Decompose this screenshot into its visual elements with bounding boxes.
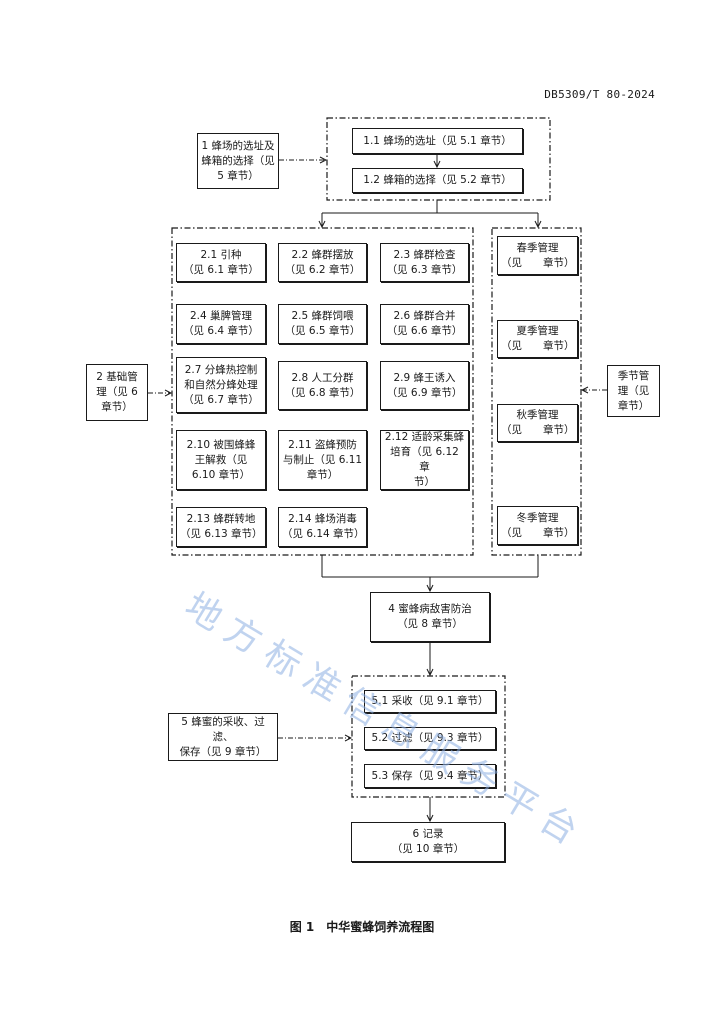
step-2-10-box: 2.10 被围蜂蜂 王解救（见 6.10 章节） <box>176 430 266 490</box>
step-2-3-box: 2.3 蜂群检查 （见 6.3 章节） <box>380 243 469 282</box>
section1-container <box>326 117 551 201</box>
step-1-1-box: 1.1 蜂场的选址（见 5.1 章节） <box>352 128 523 154</box>
step-2-11-box: 2.11 盗蜂预防 与制止（见 6.11 章节） <box>278 430 367 490</box>
step-5-1-box: 5.1 采收（见 9.1 章节） <box>364 690 496 713</box>
step-2-5-box: 2.5 蜂群饲喂 （见 6.5 章节） <box>278 304 367 344</box>
section5-side-box: 5 蜂蜜的采收、过滤、 保存（见 9 章节） <box>168 713 278 761</box>
step-5-2-box: 5.2 过滤（见 9.3 章节） <box>364 727 496 750</box>
season-autumn-box: 秋季管理 （见 章节） <box>497 404 578 442</box>
seasons-side-box: 季节管 理（见 章节） <box>607 365 660 417</box>
figure-caption: 图 1 中华蜜蜂饲养流程图 <box>289 920 435 934</box>
document-code: DB5309/T 80-2024 <box>544 88 655 101</box>
step-2-9-box: 2.9 蜂王诱入 （见 6.9 章节） <box>380 361 469 410</box>
section4-box: 4 蜜蜂病敌害防治 （见 8 章节） <box>370 592 490 642</box>
section5-container <box>351 675 506 798</box>
step-1-2-box: 1.2 蜂箱的选择（见 5.2 章节） <box>352 168 523 193</box>
section1-side-box: 1 蜂场的选址及 蜂箱的选择（见 5 章节） <box>197 133 279 189</box>
step-2-7-box: 2.7 分蜂热控制 和自然分蜂处理 （见 6.7 章节） <box>176 357 266 413</box>
step-2-4-box: 2.4 巢脾管理 （见 6.4 章节） <box>176 304 266 344</box>
step-2-6-box: 2.6 蜂群合并 （见 6.6 章节） <box>380 304 469 344</box>
section2-side-box: 2 基础管 理（见 6 章节） <box>86 364 148 421</box>
season-winter-box: 冬季管理 （见 章节） <box>497 506 578 545</box>
section6-box: 6 记录 （见 10 章节） <box>351 822 505 862</box>
step-2-1-box: 2.1 引种 （见 6.1 章节） <box>176 243 266 282</box>
step-2-12-box: 2.12 适龄采集蜂 培育（见 6.12 章 节） <box>380 430 469 490</box>
step-2-8-box: 2.8 人工分群 （见 6.8 章节） <box>278 361 367 410</box>
step-2-14-box: 2.14 蜂场消毒 （见 6.14 章节） <box>278 507 367 547</box>
step-2-13-box: 2.13 蜂群转地 （见 6.13 章节） <box>176 507 266 547</box>
season-spring-box: 春季管理 （见 章节） <box>497 236 578 275</box>
step-2-2-box: 2.2 蜂群摆放 （见 6.2 章节） <box>278 243 367 282</box>
step-5-3-box: 5.3 保存（见 9.4 章节） <box>364 764 496 788</box>
season-summer-box: 夏季管理 （见 章节） <box>497 320 578 358</box>
